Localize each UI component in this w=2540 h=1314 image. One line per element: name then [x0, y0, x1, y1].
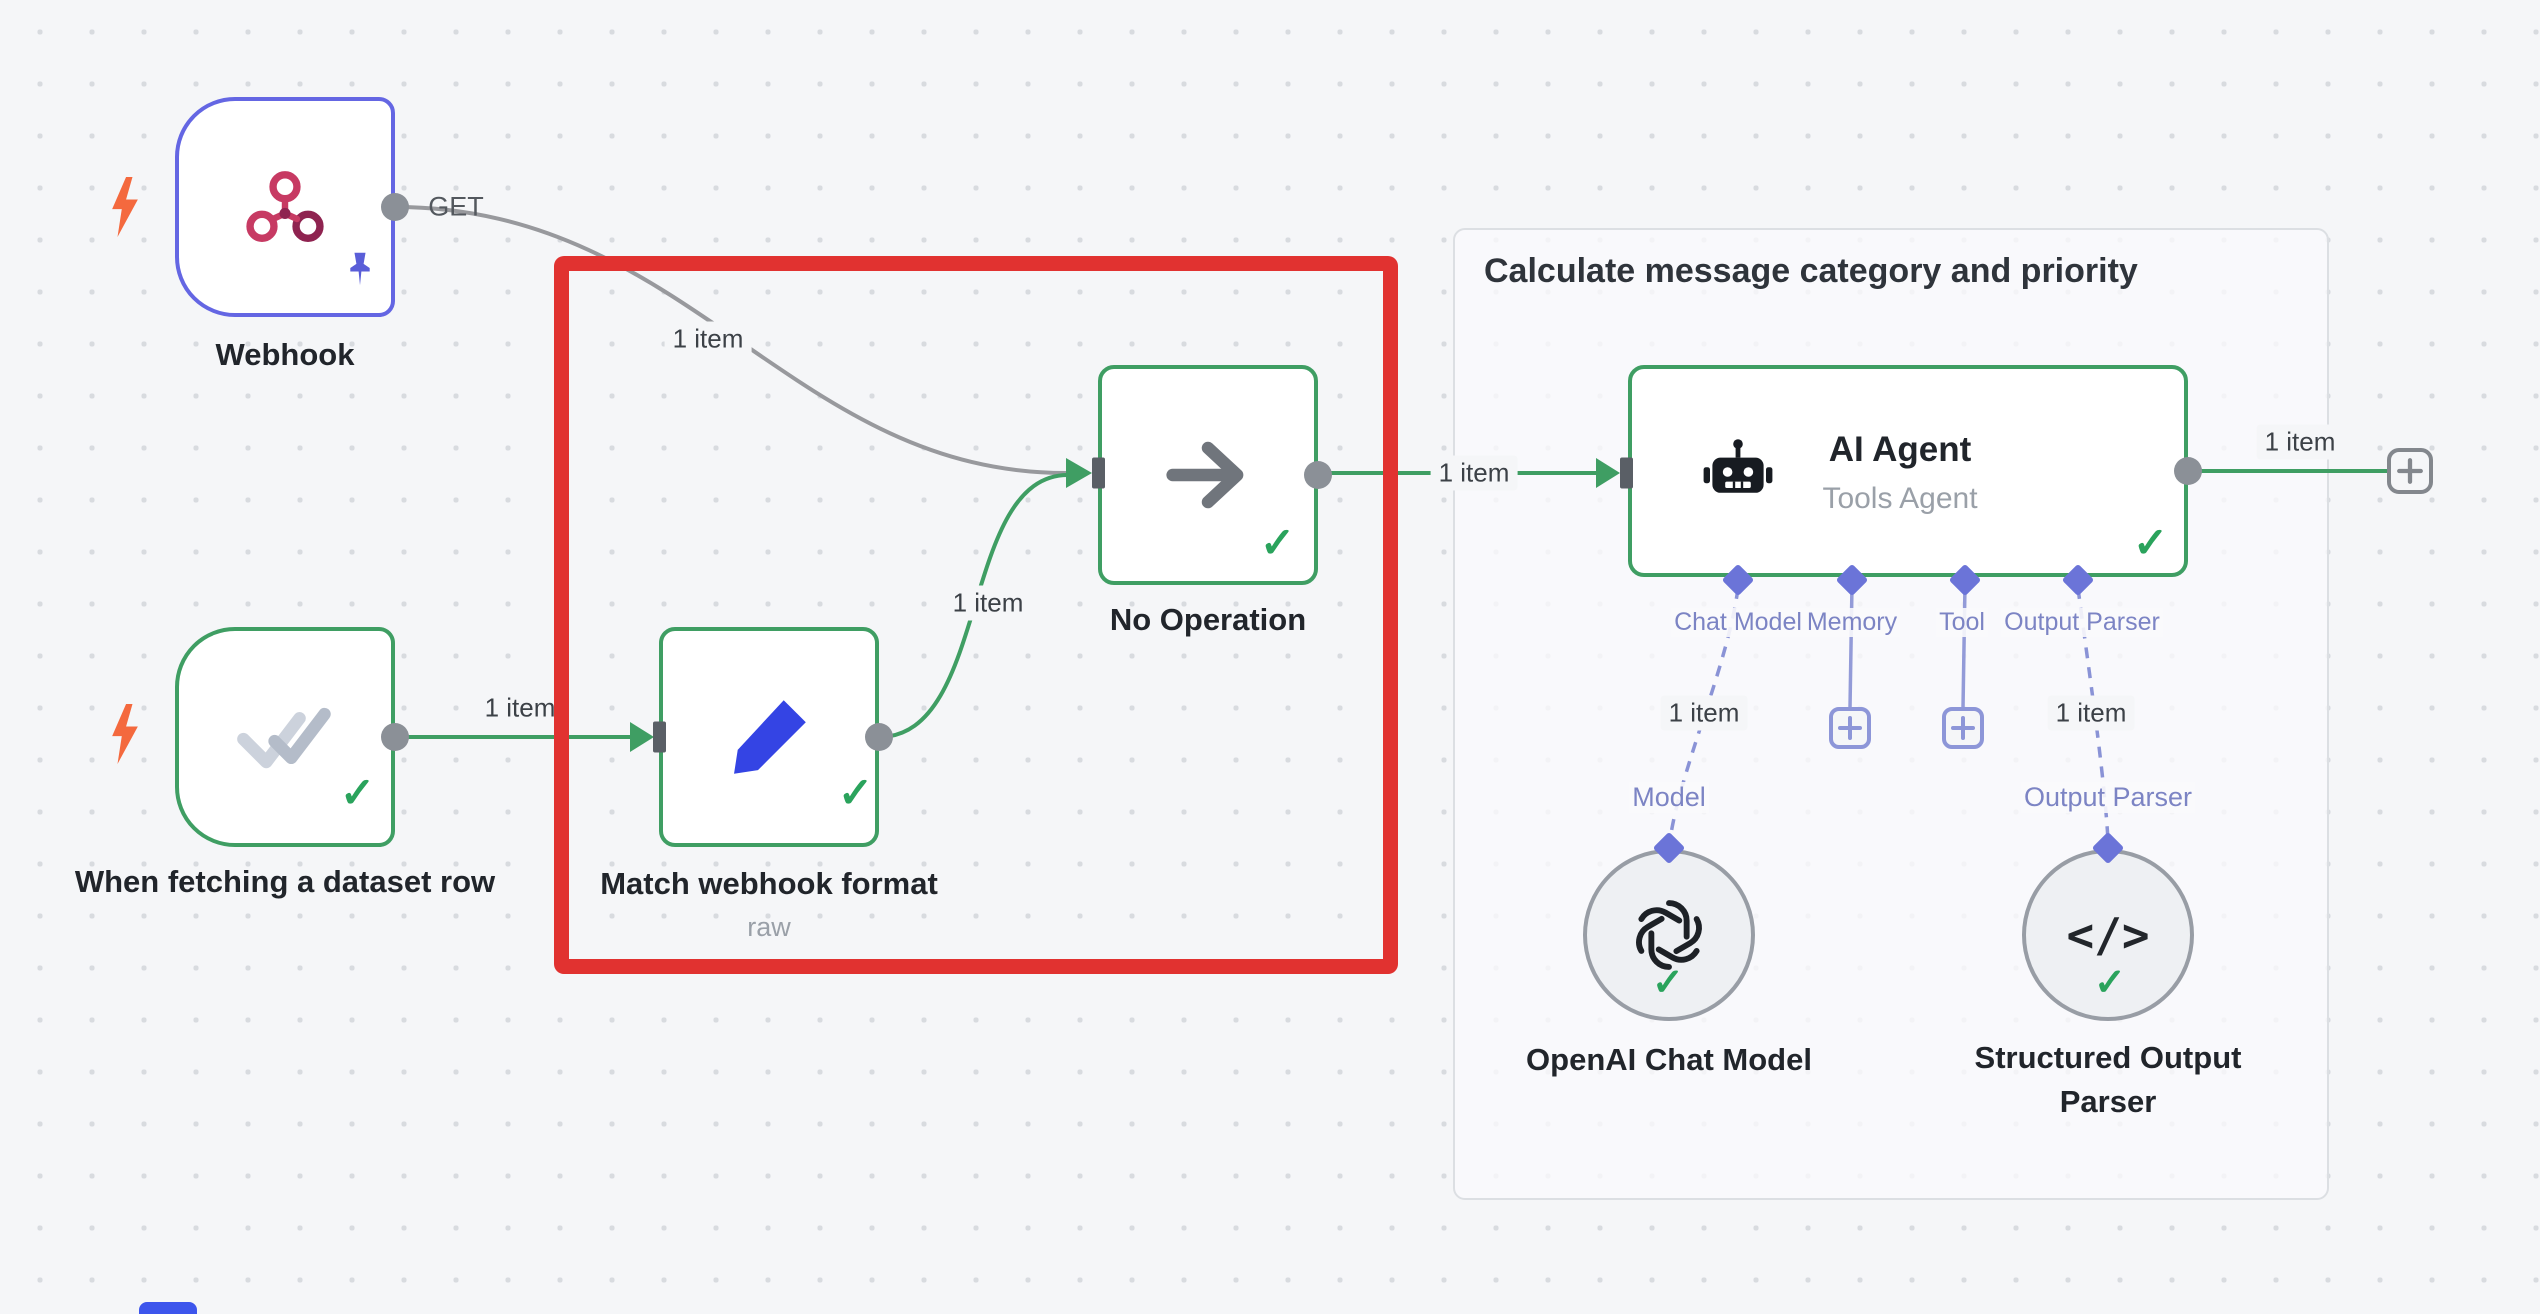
- match-node-sublabel: raw: [747, 912, 791, 942]
- noop-input-endpoint[interactable]: [1092, 457, 1105, 489]
- items-label-match-noop: 1 item: [944, 585, 1032, 621]
- match-node-label: Match webhook format: [600, 866, 938, 901]
- items-label-webhook-noop: 1 item: [664, 321, 752, 357]
- success-check-icon: ✓: [838, 769, 874, 816]
- agent-node-title: AI Agent: [1828, 430, 1972, 469]
- node-openai-chat-model[interactable]: [1583, 849, 1755, 1021]
- pencil-icon: [734, 700, 806, 774]
- openai-node-label: OpenAI Chat Model: [1526, 1042, 1812, 1077]
- success-check-icon: ✓: [2094, 962, 2126, 1004]
- node-dataset-trigger[interactable]: [175, 627, 395, 847]
- agent-port-label-tool: Tool: [1936, 608, 1988, 637]
- bottom-left-partial-button[interactable]: [139, 1302, 197, 1314]
- success-check-icon: ✓: [1260, 519, 1296, 566]
- webhook-output-endpoint[interactable]: [381, 193, 409, 221]
- items-label-agent-output: 1 item: [2256, 424, 2344, 460]
- dataset-trigger-badge: [105, 704, 145, 764]
- double-check-icon: [237, 707, 331, 769]
- items-label-agent-parser: 1 item: [2047, 695, 2135, 731]
- dataset-node-label: When fetching a dataset row: [74, 864, 496, 899]
- success-check-icon: ✓: [2133, 519, 2169, 566]
- agent-node-subtitle: Tools Agent: [1822, 482, 1978, 515]
- dataset-output-endpoint[interactable]: [381, 723, 409, 751]
- webhook-method-label: GET: [428, 191, 484, 222]
- arrow-into-match: [630, 722, 654, 752]
- model-port-label: Model: [1629, 782, 1709, 813]
- plus-icon: [1838, 716, 1862, 740]
- parser-node-label: Structured Output Parser: [1974, 1040, 2242, 1119]
- pin-icon: [343, 250, 377, 291]
- noop-output-endpoint[interactable]: [1304, 461, 1332, 489]
- agent-output-endpoint[interactable]: [2174, 457, 2202, 485]
- agent-port-label-chat-model: Chat Model: [1671, 608, 1805, 637]
- success-check-icon: ✓: [1652, 962, 1684, 1004]
- add-memory-button[interactable]: [1829, 707, 1871, 749]
- plus-icon: [1951, 716, 1975, 740]
- lightning-icon: [112, 704, 138, 764]
- items-label-dataset-match: 1 item: [476, 690, 564, 726]
- node-webhook[interactable]: [175, 97, 395, 317]
- code-icon: </>: [2066, 908, 2150, 962]
- arrow-into-noop: [1066, 458, 1092, 488]
- openai-icon: [1636, 900, 1702, 970]
- add-next-node-button[interactable]: [2387, 448, 2433, 494]
- add-tool-button[interactable]: [1942, 707, 1984, 749]
- noop-node-label: No Operation: [1109, 602, 1307, 637]
- success-check-icon: ✓: [340, 769, 376, 816]
- arrow-right-icon: [1166, 441, 1244, 509]
- webhook-trigger-badge: [105, 177, 145, 237]
- match-output-endpoint[interactable]: [865, 723, 893, 751]
- node-no-operation[interactable]: [1098, 365, 1318, 585]
- items-label-agent-model: 1 item: [1660, 695, 1748, 731]
- webhook-icon: [246, 171, 324, 242]
- group-title: Calculate message category and priority: [1484, 252, 2138, 290]
- lightning-icon: [112, 177, 138, 237]
- plus-icon: [2397, 458, 2423, 484]
- webhook-node-label: Webhook: [215, 337, 355, 372]
- robot-icon: [1698, 432, 1778, 512]
- agent-port-label-memory: Memory: [1803, 608, 1901, 637]
- parser-port-label: Output Parser: [2020, 782, 2196, 813]
- agent-input-endpoint[interactable]: [1620, 457, 1633, 489]
- node-structured-output-parser[interactable]: </>: [2022, 849, 2194, 1021]
- items-label-noop-agent: 1 item: [1430, 455, 1518, 491]
- agent-port-label-output-parser: Output Parser: [2001, 608, 2163, 637]
- match-input-endpoint[interactable]: [653, 721, 666, 753]
